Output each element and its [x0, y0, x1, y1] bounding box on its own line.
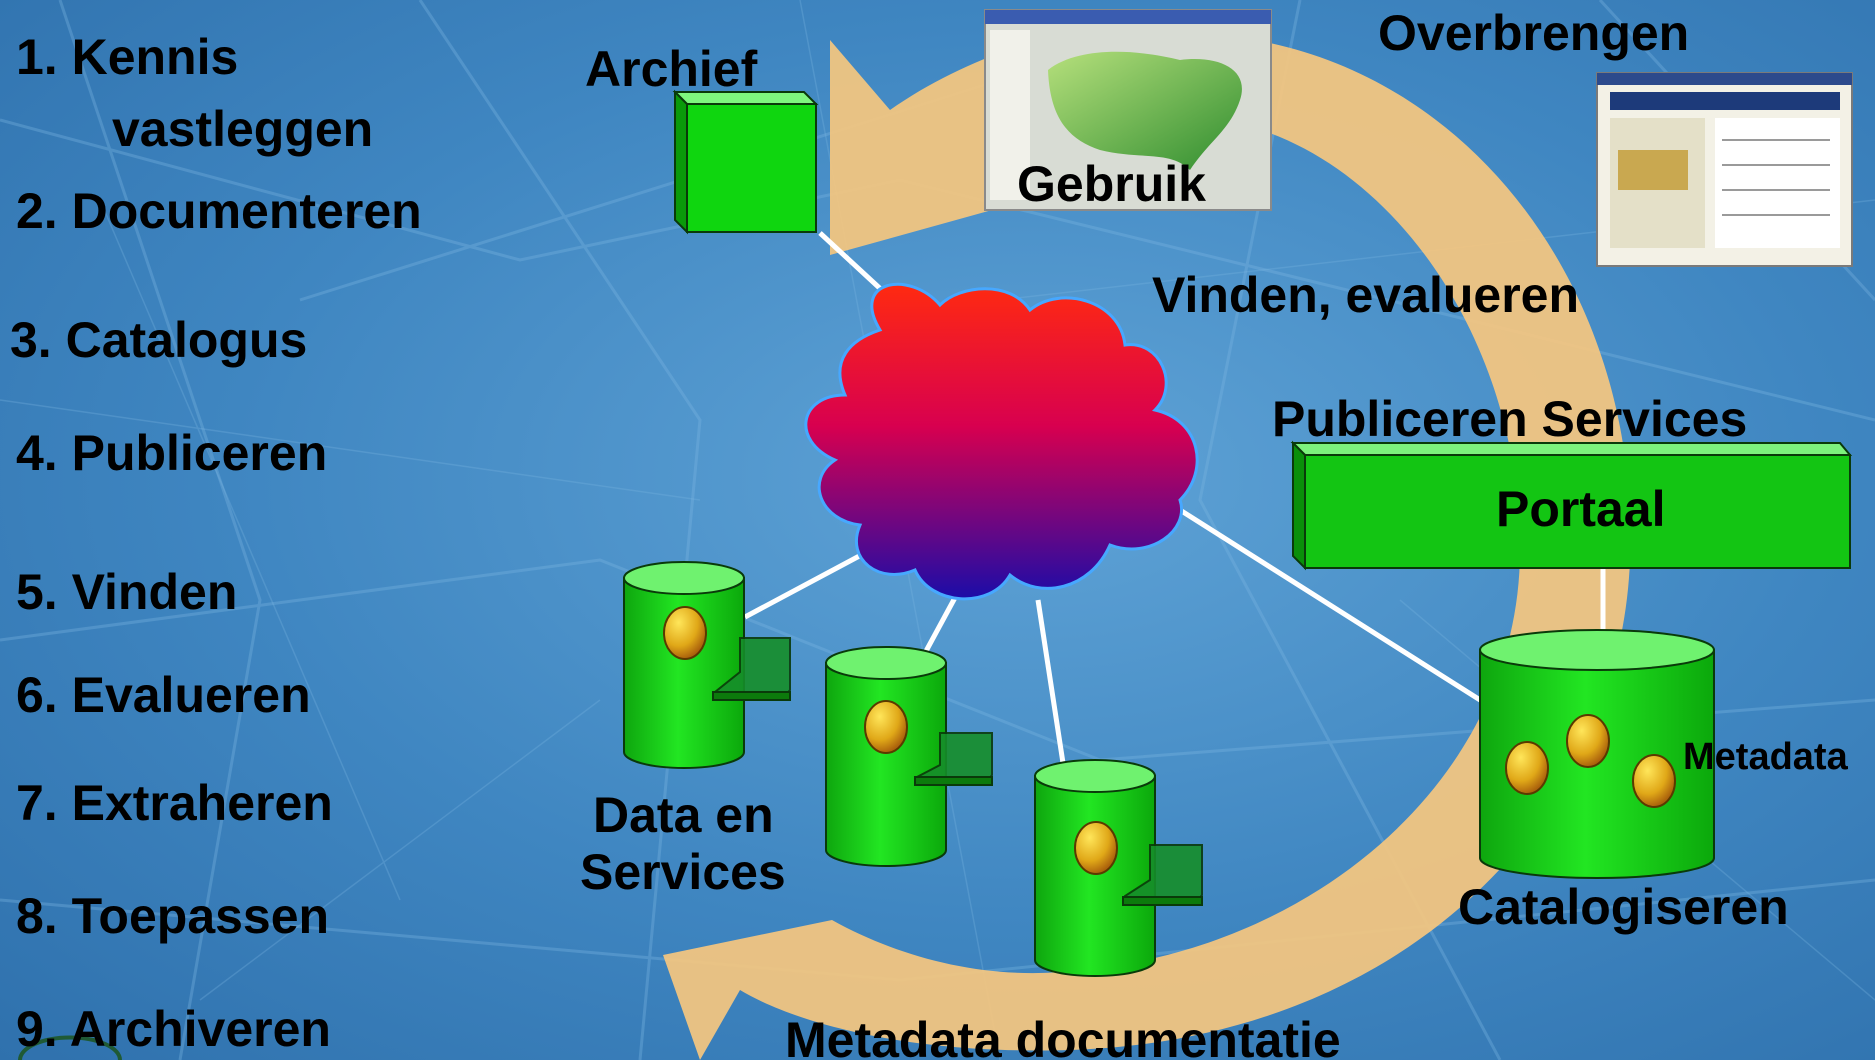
portal-screenshot-thumbnail [1596, 72, 1853, 267]
catalogue-cylinder-icon [1479, 629, 1715, 879]
data-en-label: Data en [593, 787, 774, 843]
metadata-label: Metadata [1683, 736, 1848, 778]
overbrengen-label: Overbrengen [1378, 5, 1690, 61]
green-cube-icon [672, 89, 819, 235]
portal-box [1290, 440, 1853, 571]
cylinder-icon [825, 646, 993, 867]
step-9: 9. Archiveren [16, 1001, 331, 1057]
logo-icon [18, 1035, 122, 1060]
vinden-evalueren-label: Vinden, evalueren [1152, 267, 1580, 323]
step-2: 2. Documenteren [16, 183, 422, 239]
step-5: 5. Vinden [16, 564, 238, 620]
services-label: Services [580, 844, 786, 900]
step-4: 4. Publiceren [16, 425, 328, 481]
gebruik-label: Gebruik [1017, 156, 1206, 212]
archief-label: Archief [585, 41, 758, 97]
cylinder-icon [1034, 759, 1203, 977]
step-3: 3. Catalogus [10, 312, 308, 368]
cloud-icon [804, 282, 1199, 601]
step-6: 6. Evalueren [16, 667, 311, 723]
map-screenshot-thumbnail [984, 9, 1272, 211]
publiceren-services-label: Publiceren Services [1272, 391, 1748, 447]
step-1-line-1: 1. Kennis [16, 29, 239, 85]
step-7: 7. Extraheren [16, 775, 333, 831]
metadata-documentatie-label: Metadata documentatie [785, 1012, 1341, 1060]
step-8: 8. Toepassen [16, 888, 330, 944]
step-1-line-2: vastleggen [112, 101, 374, 157]
cylinder-icon [623, 561, 791, 769]
portaal-label: Portaal [1496, 481, 1666, 537]
catalogiseren-label: Catalogiseren [1458, 879, 1789, 935]
